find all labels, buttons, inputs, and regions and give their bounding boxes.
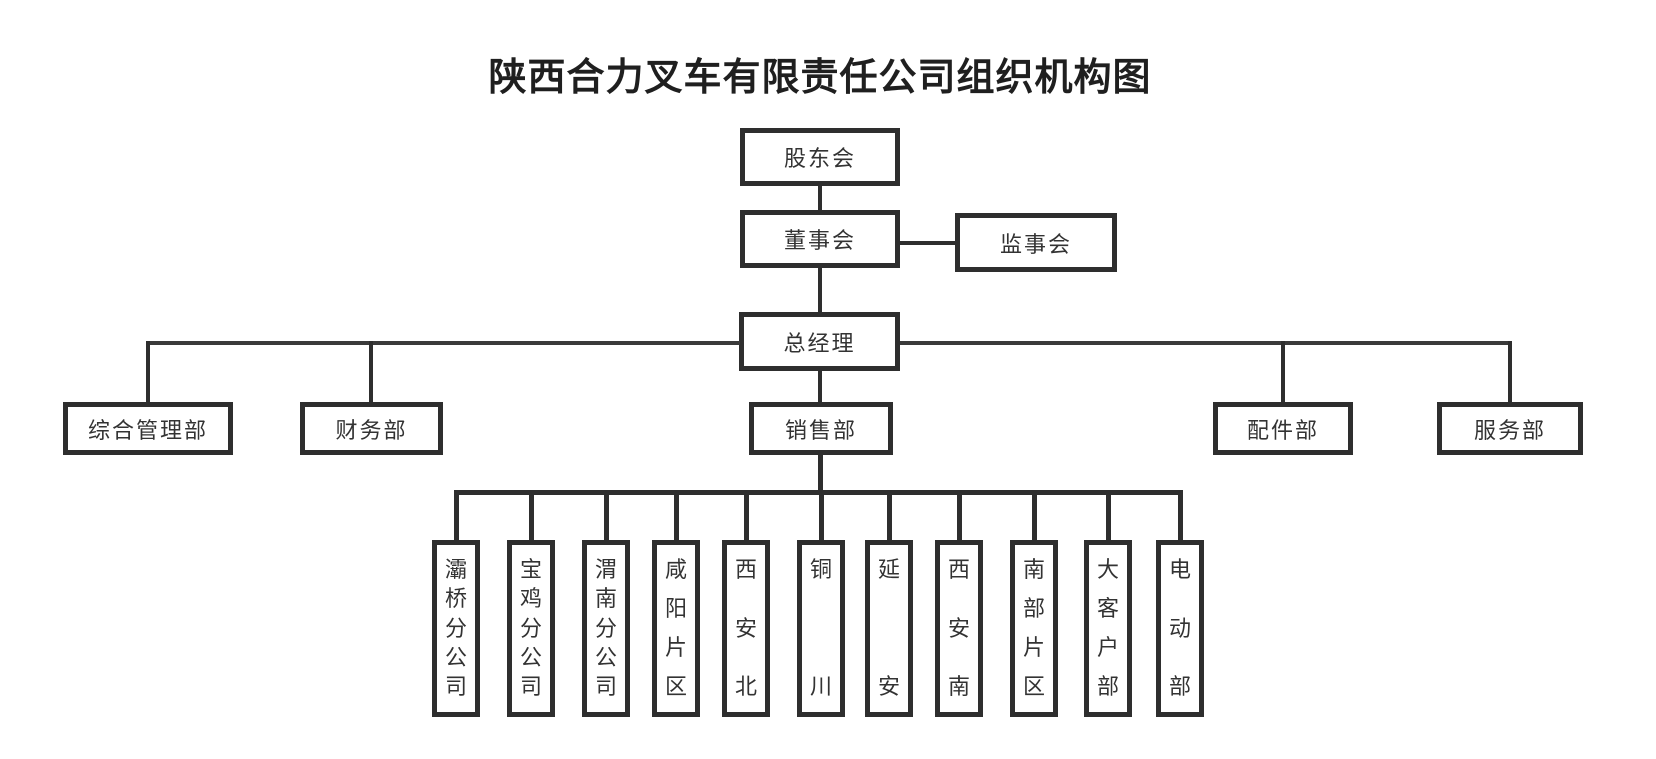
- node-dept-sales: 销售部: [749, 402, 893, 455]
- node-branch-weinan: 渭南分公司: [582, 540, 630, 717]
- node-branch-xianyang: 咸阳片区: [652, 540, 700, 717]
- node-dept-parts: 配件部: [1213, 402, 1353, 455]
- connector-sales-rail: [818, 455, 823, 490]
- connector-board-gm: [818, 268, 822, 312]
- node-shareholders: 股东会: [740, 128, 900, 186]
- node-branch-key-accounts: 大客户部: [1084, 540, 1132, 717]
- connector-drop-baoji: [529, 490, 534, 540]
- page-title: 陕西合力叉车有限责任公司组织机构图: [488, 57, 1152, 99]
- node-dept-finance: 财务部: [300, 402, 443, 455]
- node-board: 董事会: [740, 210, 900, 268]
- connector-gm-left-rail: [146, 341, 740, 345]
- connector-gm-right-rail: [900, 341, 1512, 345]
- connector-drop-electric: [1178, 490, 1183, 540]
- node-branch-xian-south: 西安南: [935, 540, 983, 717]
- connector-drop-key-accounts: [1106, 490, 1111, 540]
- connector-drop-yanan: [887, 490, 892, 540]
- connector-board-supervisors: [900, 241, 955, 245]
- node-branch-tongchuan: 铜川: [797, 540, 845, 717]
- node-dept-general-admin: 综合管理部: [63, 402, 233, 455]
- connector-drop-xian-north: [744, 490, 749, 540]
- connector-drop-weinan: [604, 490, 609, 540]
- connector-sales-bottom-rail: [454, 490, 1183, 495]
- node-branch-baoji: 宝鸡分公司: [507, 540, 555, 717]
- node-branch-electric: 电动部: [1156, 540, 1204, 717]
- node-general-manager: 总经理: [739, 312, 900, 371]
- connector-drop-finance: [369, 341, 373, 402]
- connector-drop-baqiao: [454, 490, 459, 540]
- node-supervisors: 监事会: [955, 213, 1117, 272]
- node-branch-south-area: 南部片区: [1010, 540, 1058, 717]
- connector-drop-xianyang: [674, 490, 679, 540]
- connector-shareholders-board: [818, 186, 822, 210]
- node-branch-yanan: 延安: [865, 540, 913, 717]
- connector-drop-general-admin: [146, 341, 150, 402]
- connector-drop-service: [1508, 341, 1512, 402]
- node-branch-baqiao: 灞桥分公司: [432, 540, 480, 717]
- connector-drop-south-area: [1032, 490, 1037, 540]
- node-dept-service: 服务部: [1437, 402, 1583, 455]
- node-branch-xian-north: 西安北: [722, 540, 770, 717]
- connector-drop-tongchuan: [819, 490, 824, 540]
- connector-gm-sales: [818, 371, 822, 402]
- connector-drop-xian-south: [957, 490, 962, 540]
- connector-drop-parts: [1281, 341, 1285, 402]
